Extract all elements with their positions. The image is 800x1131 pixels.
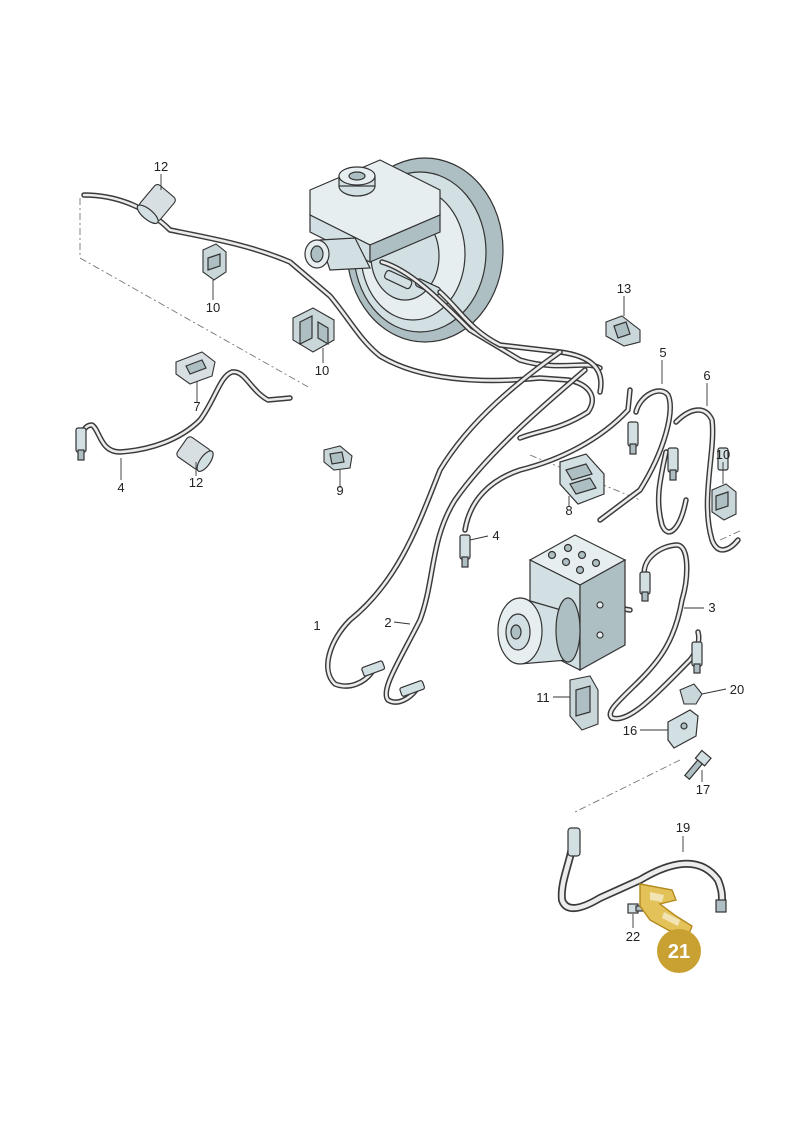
clips-and-holders <box>136 184 737 914</box>
callout-2: 2 <box>384 615 391 630</box>
callout-22: 22 <box>626 929 640 944</box>
callout-7: 7 <box>193 399 200 414</box>
callout-10-mid: 10 <box>315 363 329 378</box>
master-cylinder <box>304 159 442 296</box>
callout-6: 6 <box>703 368 710 383</box>
callout-21-badge[interactable]: 21 <box>657 929 701 973</box>
callout-21-number: 21 <box>668 941 690 963</box>
pipe-fittings <box>75 421 729 913</box>
callout-20: 20 <box>730 682 744 697</box>
callout-12-bottom: 12 <box>189 475 203 490</box>
callout-13: 13 <box>617 281 631 296</box>
callout-4-left: 4 <box>117 480 124 495</box>
callout-12-top: 12 <box>154 159 168 174</box>
callout-3: 3 <box>708 600 715 615</box>
highlighted-bracket-21[interactable] <box>639 883 693 937</box>
brake-lines <box>79 192 741 912</box>
callout-11: 11 <box>536 690 550 705</box>
abs-hydraulic-unit <box>497 534 627 672</box>
callout-16: 16 <box>623 723 637 738</box>
callout-19: 19 <box>676 820 690 835</box>
callout-8: 8 <box>565 503 572 518</box>
callout-9: 9 <box>336 483 343 498</box>
callout-5: 5 <box>659 345 666 360</box>
callout-1: 1 <box>313 618 320 633</box>
leader-lines <box>120 174 727 928</box>
callout-4-center: 4 <box>492 528 499 543</box>
callout-10-left: 10 <box>206 300 220 315</box>
callout-17: 17 <box>696 782 710 797</box>
callout-10-right: 10 <box>716 447 730 462</box>
callout-labels: 12 10 10 13 5 6 7 4 12 9 10 8 4 1 2 3 11… <box>117 159 744 944</box>
